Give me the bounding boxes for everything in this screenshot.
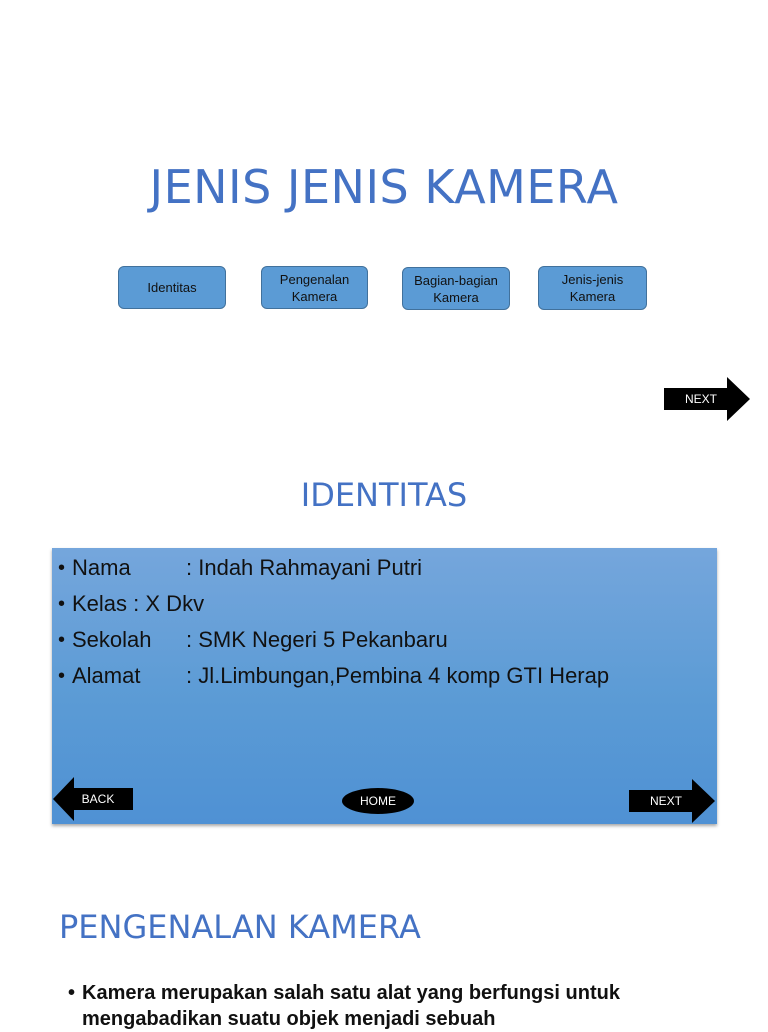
pengenalan-title: PENGENALAN KAMERA: [59, 908, 421, 946]
home-button[interactable]: HOME: [342, 788, 414, 814]
back-label: BACK: [81, 792, 115, 806]
list-item: Nama: Indah Rahmayani Putri: [58, 550, 609, 586]
list-item: Kelas : X Dkv: [58, 586, 609, 622]
identitas-title: IDENTITAS: [300, 476, 468, 514]
page-title: JENIS JENIS KAMERA: [149, 160, 619, 214]
right-arrow-icon: [664, 377, 750, 421]
home-label: HOME: [360, 794, 396, 808]
left-arrow-icon: [53, 777, 133, 821]
list-item: Alamat: Jl.Limbungan,Pembina 4 komp GTI …: [58, 658, 609, 694]
identitas-box: Nama: Indah Rahmayani Putri Kelas : X Dk…: [52, 548, 717, 824]
nav-button-identitas[interactable]: Identitas: [118, 266, 226, 309]
pengenalan-body: • Kamera merupakan salah satu alat yang …: [68, 980, 648, 1032]
next-label: NEXT: [649, 794, 682, 808]
next-button-bottom[interactable]: NEXT: [629, 779, 715, 823]
right-arrow-icon: [629, 779, 715, 823]
next-label: NEXT: [684, 392, 717, 406]
nav-button-label: Identitas: [147, 280, 197, 295]
list-item: Sekolah: SMK Negeri 5 Pekanbaru: [58, 622, 609, 658]
next-button-top[interactable]: NEXT: [664, 377, 750, 421]
back-button[interactable]: BACK: [53, 777, 133, 821]
identitas-list: Nama: Indah Rahmayani Putri Kelas : X Dk…: [58, 550, 609, 694]
pengenalan-text: Kamera merupakan salah satu alat yang be…: [82, 982, 620, 1030]
